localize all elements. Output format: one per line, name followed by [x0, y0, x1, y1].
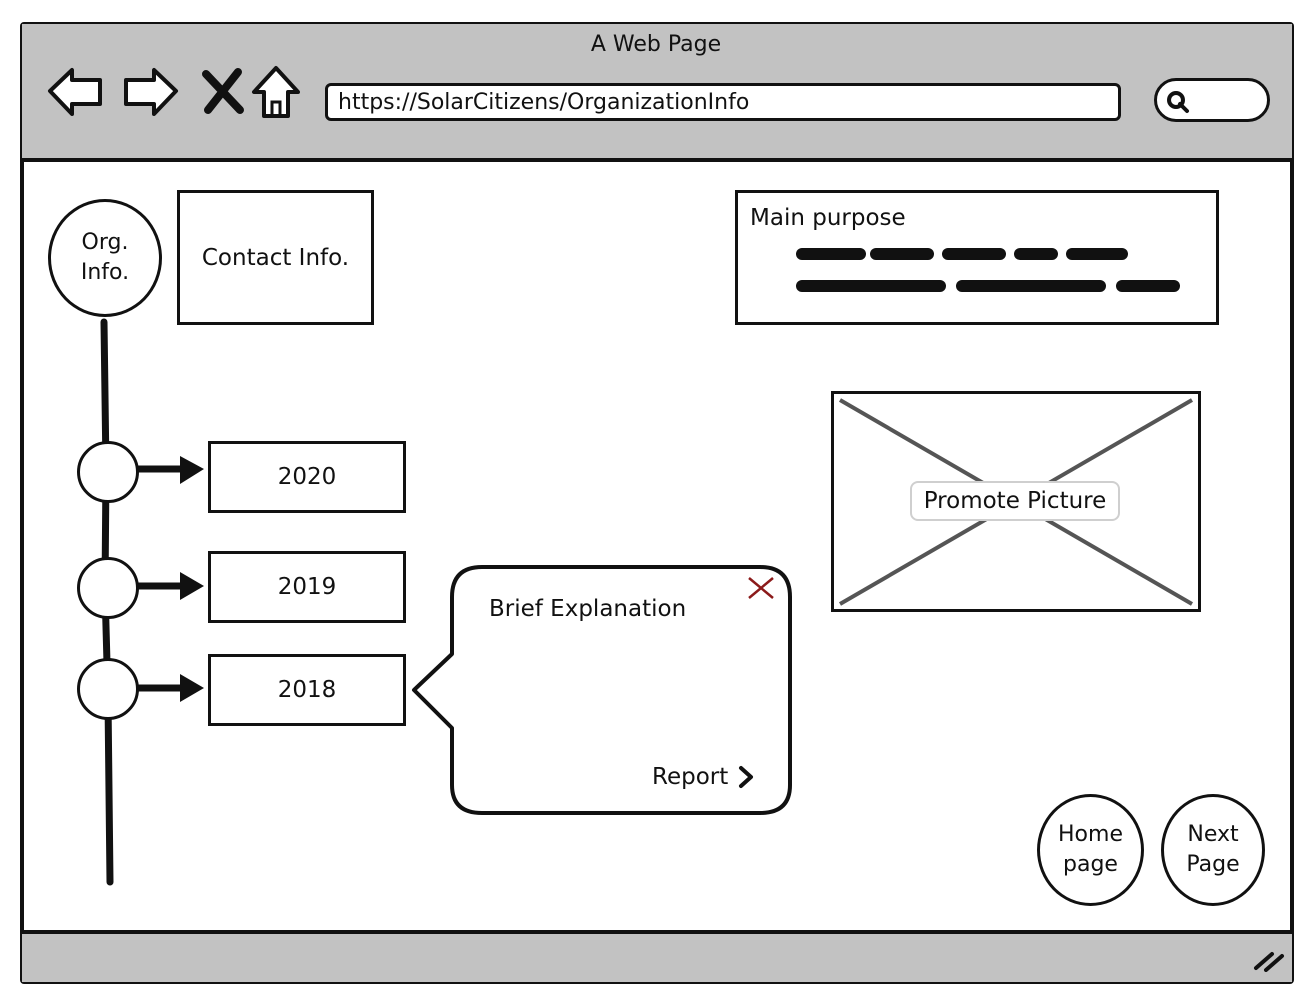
- promote-picture-label: Promote Picture: [910, 481, 1120, 521]
- report-link[interactable]: Report: [652, 764, 754, 790]
- next-page-button[interactable]: Next Page: [1161, 794, 1265, 906]
- popup-bubble-shape: [412, 565, 792, 815]
- redacted-text: [1066, 248, 1128, 260]
- timeline-node-2020[interactable]: [77, 441, 139, 503]
- search-icon: [1167, 91, 1189, 113]
- redacted-text: [870, 248, 934, 260]
- back-arrow-icon[interactable]: [46, 62, 106, 120]
- report-link-label: Report: [652, 764, 729, 790]
- next-page-label-line1: Next: [1187, 822, 1239, 847]
- timeline-arrow-2018: [136, 674, 204, 702]
- year-box-2018[interactable]: 2018: [208, 654, 406, 726]
- close-x-icon[interactable]: [196, 62, 256, 120]
- contact-info-box[interactable]: Contact Info.: [177, 190, 374, 325]
- timeline-arrow-2019: [136, 572, 204, 600]
- timeline-node-2018[interactable]: [77, 658, 139, 720]
- status-bar: [22, 930, 1292, 982]
- year-box-2019[interactable]: 2019: [208, 551, 406, 623]
- redacted-text: [942, 248, 1006, 260]
- year-box-2020[interactable]: 2020: [208, 441, 406, 513]
- next-page-label-line2: Page: [1186, 852, 1240, 877]
- redacted-text: [796, 248, 866, 260]
- redacted-text: [1116, 280, 1180, 292]
- contact-info-label: Contact Info.: [201, 244, 350, 271]
- search-field[interactable]: [1154, 78, 1270, 122]
- window-title: A Web Page: [590, 32, 722, 57]
- org-info-label-line1: Org.: [81, 230, 129, 255]
- org-info-node[interactable]: Org. Info.: [48, 199, 162, 317]
- url-bar[interactable]: https://SolarCitizens/OrganizationInfo: [325, 83, 1121, 121]
- redacted-text: [956, 280, 1106, 292]
- year-label: 2020: [277, 464, 337, 490]
- resize-grip-icon[interactable]: [1252, 946, 1286, 972]
- redacted-text: [1014, 248, 1058, 260]
- main-purpose-title: Main purpose: [750, 205, 906, 231]
- home-icon[interactable]: [248, 62, 308, 120]
- popup-title: Brief Explanation: [489, 596, 687, 622]
- org-info-label-line2: Info.: [80, 260, 130, 285]
- home-page-button[interactable]: Home page: [1037, 794, 1144, 906]
- timeline-arrow-2020: [136, 456, 204, 484]
- home-page-label-line2: page: [1063, 852, 1118, 877]
- timeline-node-2019[interactable]: [77, 557, 139, 619]
- main-purpose-panel: Main purpose: [735, 190, 1219, 325]
- forward-arrow-icon[interactable]: [120, 62, 180, 120]
- home-page-label-line1: Home: [1058, 822, 1123, 847]
- year-label: 2018: [277, 677, 337, 703]
- close-icon[interactable]: [746, 575, 776, 601]
- chevron-right-icon: [739, 766, 754, 788]
- redacted-text: [796, 280, 946, 292]
- year-label: 2019: [277, 574, 337, 600]
